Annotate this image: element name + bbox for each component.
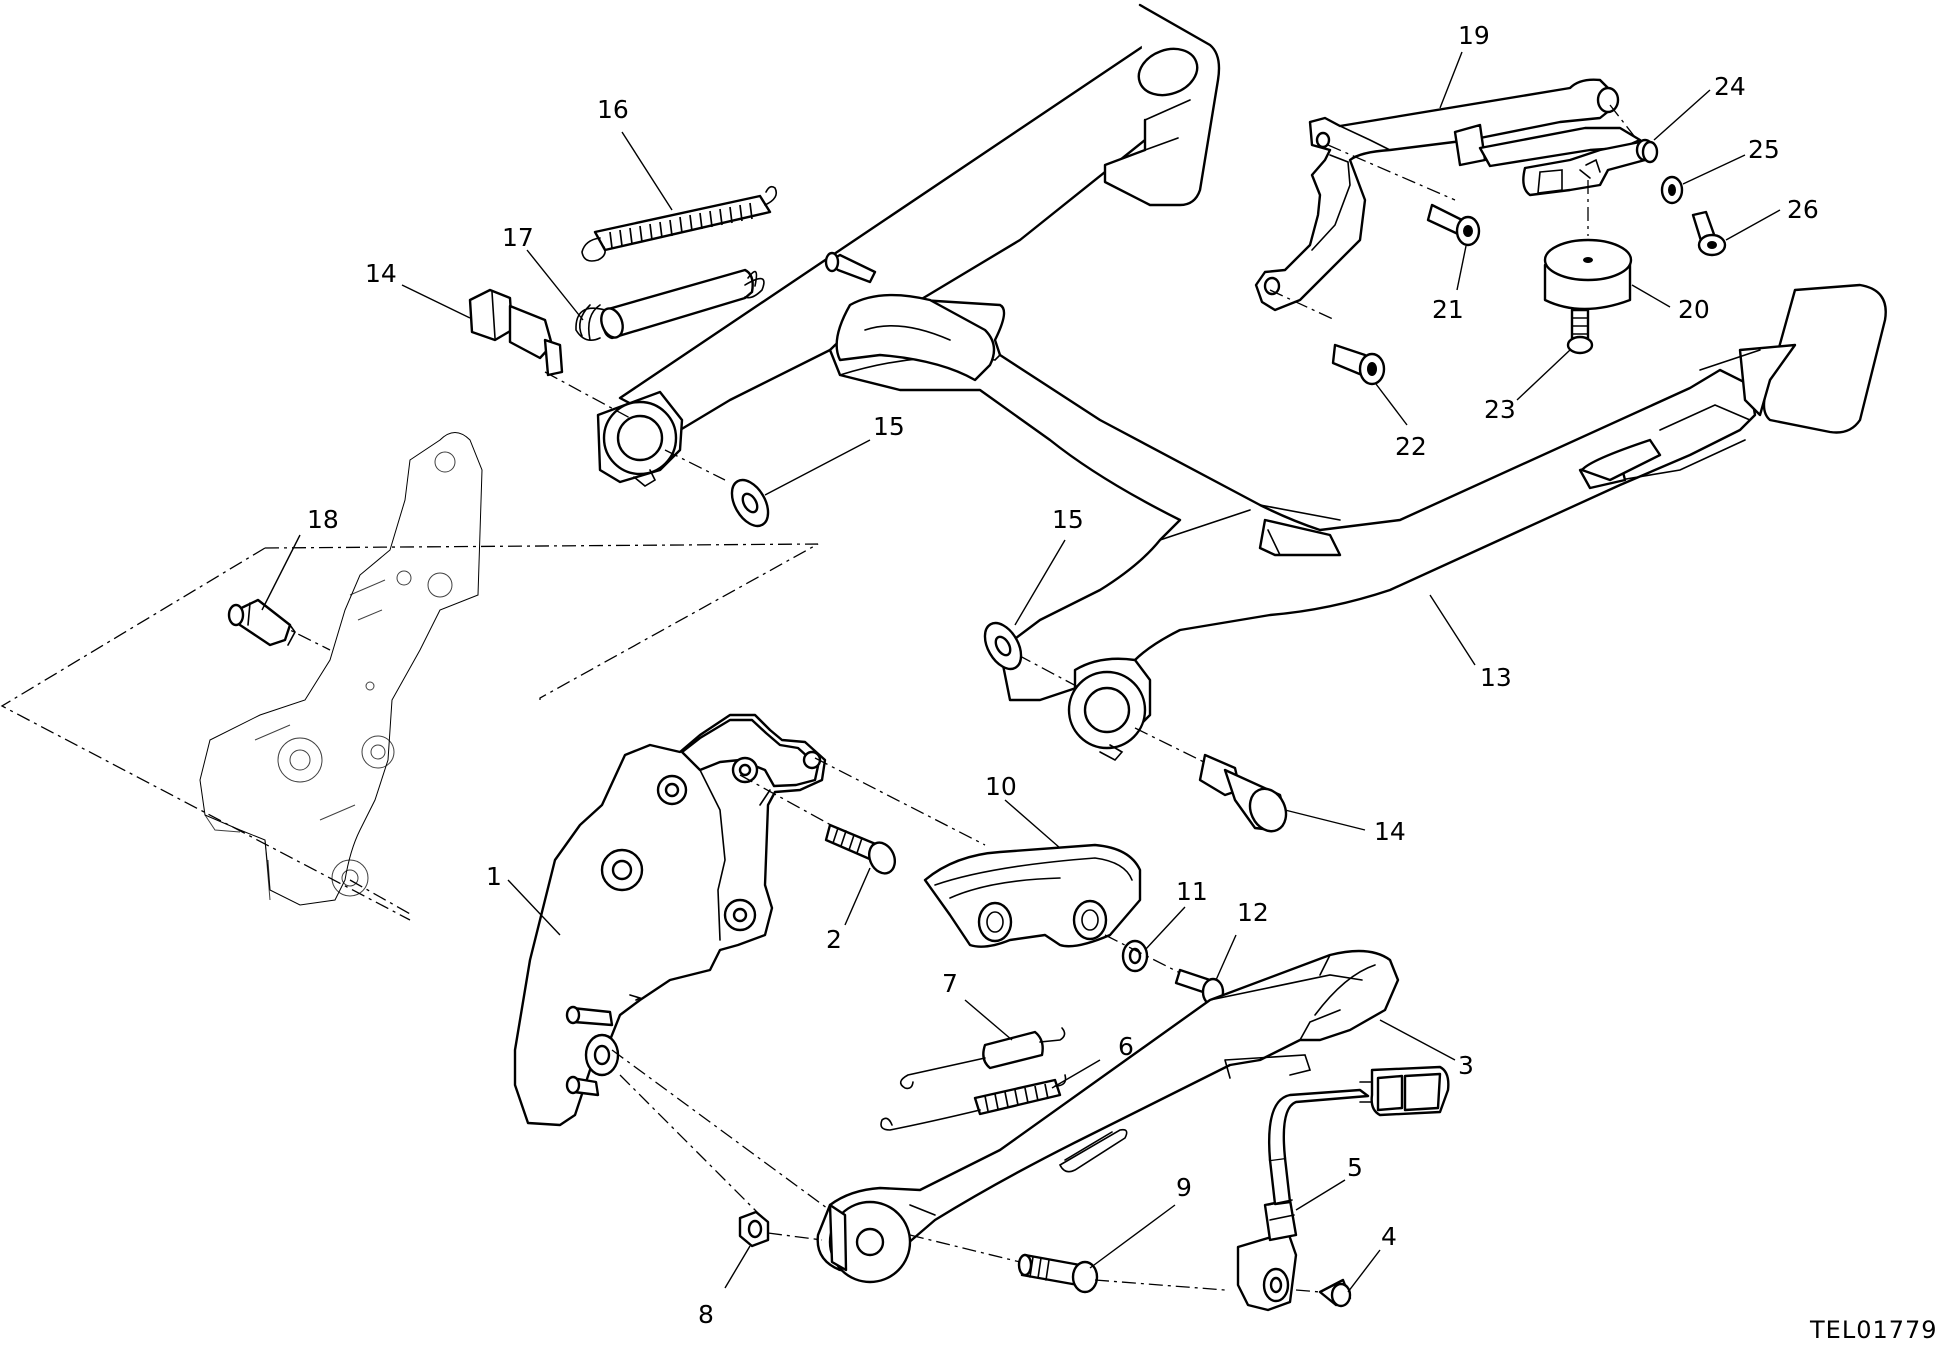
callout-4: 4 [1381, 1222, 1397, 1251]
callout-9: 9 [1176, 1173, 1192, 1202]
nut-8 [738, 1210, 770, 1248]
callout-23: 23 [1484, 395, 1516, 424]
callout-1: 1 [486, 862, 502, 891]
callout-20: 20 [1678, 295, 1710, 324]
switch-cover-10 [923, 843, 1142, 948]
callout-25: 25 [1748, 135, 1780, 164]
callout-19: 19 [1458, 21, 1490, 50]
side-stand-sensor-5 [1236, 1065, 1450, 1312]
screw-4 [1318, 1278, 1352, 1308]
callout-11: 11 [1176, 877, 1208, 906]
bolt-9 [1017, 1253, 1099, 1294]
callout-10: 10 [985, 772, 1017, 801]
spring-17 [575, 268, 765, 341]
callout-8: 8 [698, 1300, 714, 1329]
pivot-bolt-14-left [468, 288, 564, 377]
side-stand-3 [816, 949, 1400, 1284]
pin-18 [227, 598, 296, 647]
callout-12: 12 [1237, 898, 1269, 927]
callout-24: 24 [1714, 72, 1746, 101]
callout-2: 2 [826, 925, 842, 954]
callout-7: 7 [942, 969, 958, 998]
center-stand [596, 3, 1887, 762]
leader-lines [261, 51, 1781, 1293]
spring-6 [880, 1074, 1067, 1131]
callout-3: 3 [1458, 1051, 1474, 1080]
callout-26: 26 [1787, 195, 1819, 224]
screw-22 [1331, 343, 1386, 386]
washer-15-left [730, 478, 770, 528]
washer-15-right [983, 621, 1023, 671]
washer-24 [1641, 140, 1659, 164]
screw-26 [1691, 210, 1727, 257]
pivot-bolt-14-right [1198, 753, 1288, 833]
spring-16 [581, 185, 778, 262]
callout-14-left: 14 [365, 259, 397, 288]
drawing-code: TEL01779 [1809, 1316, 1938, 1344]
callout-18: 18 [307, 505, 339, 534]
side-stand-bracket [513, 713, 827, 1127]
frame-bracket-ghost [199, 432, 483, 906]
callout-22: 22 [1395, 432, 1427, 461]
bracket-19 [1254, 78, 1655, 312]
callout-16: 16 [597, 95, 629, 124]
rubber-buffer-20 [1543, 238, 1633, 311]
callout-15-left: 15 [873, 412, 905, 441]
callout-14-right: 14 [1374, 817, 1406, 846]
callout-15-right: 15 [1052, 505, 1084, 534]
axis-line-bracket [349, 879, 413, 916]
callout-5: 5 [1347, 1153, 1363, 1182]
spring-7 [899, 1027, 1066, 1090]
bolt-2 [824, 823, 897, 875]
callout-labels: 1 2 3 4 5 6 7 8 9 10 11 12 13 14 14 15 1… [307, 21, 1819, 1329]
washer-11 [1121, 939, 1149, 973]
nut-25 [1660, 175, 1684, 205]
callout-21: 21 [1432, 295, 1464, 324]
callout-6: 6 [1118, 1032, 1134, 1061]
callout-13: 13 [1480, 663, 1512, 692]
axis-line-18 [249, 609, 331, 651]
callout-17: 17 [502, 223, 534, 252]
screw-23 [1566, 308, 1594, 355]
screw-21 [1426, 203, 1481, 247]
mounting-plane-outline [0, 543, 819, 921]
